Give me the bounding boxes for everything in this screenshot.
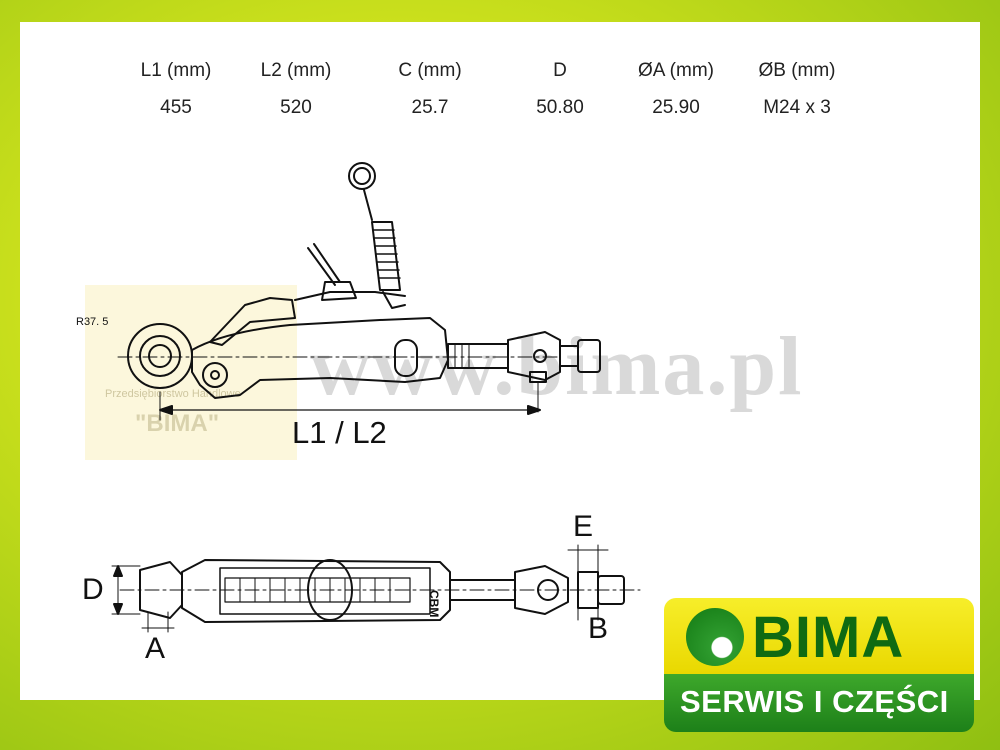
value-c: 25.7 — [411, 97, 449, 118]
value-l1: 455 — [160, 97, 192, 118]
slot — [394, 339, 418, 377]
watermark-name: "BIMA" — [135, 410, 220, 437]
ball-joint-outer — [127, 323, 193, 389]
spec-header-row: L1 (mm) L2 (mm) C (mm) D ØA (mm) ØB (mm) — [120, 52, 862, 90]
hook-body — [191, 317, 449, 399]
release-handle — [307, 243, 341, 286]
header-l1: L1 (mm) — [140, 60, 212, 81]
label-a: A — [145, 632, 166, 665]
clevis-end — [507, 331, 561, 381]
bima-logo: BIMA SERWIS I CZĘŚCI — [664, 598, 974, 732]
rod-marking: CBM — [427, 590, 441, 617]
threaded-rod — [447, 343, 509, 369]
pin-hole — [202, 362, 228, 388]
ball-joint-inner — [148, 344, 172, 368]
spec-table: L1 (mm) L2 (mm) C (mm) D ØA (mm) ØB (mm)… — [120, 52, 862, 126]
ball-joint-mid — [139, 335, 181, 377]
header-b: ØB (mm) — [758, 60, 836, 81]
label-b: B — [588, 612, 609, 645]
logo-bottom-band: SERWIS I CZĘŚCI — [664, 674, 974, 732]
radius-label: R37. 5 — [76, 316, 109, 328]
label-e: E — [573, 510, 594, 543]
spring — [371, 221, 401, 291]
header-d: D — [553, 60, 567, 81]
header-c: C (mm) — [398, 60, 462, 81]
lock-nut — [577, 339, 601, 373]
header-l2: L2 (mm) — [260, 60, 332, 81]
logo-top-band: BIMA — [664, 598, 974, 674]
watermark-site: www.bima.pl — [310, 320, 804, 413]
value-l2: 520 — [280, 97, 312, 118]
value-d: 50.80 — [536, 97, 584, 118]
latch-lever — [209, 297, 296, 346]
length-label: L1 / L2 — [292, 415, 387, 450]
header-a: ØA (mm) — [638, 60, 714, 81]
logo-brand: BIMA — [752, 605, 905, 670]
value-b: M24 x 3 — [763, 97, 831, 118]
spec-value-row: 455 520 25.7 50.80 25.90 M24 x 3 — [120, 90, 862, 126]
logo-ball-icon — [686, 608, 744, 666]
side-view — [117, 162, 601, 421]
value-a: 25.90 — [652, 97, 700, 118]
logo-tagline: SERWIS I CZĘŚCI — [680, 684, 949, 719]
adjust-rod — [559, 345, 579, 367]
top-view — [111, 544, 641, 633]
label-d: D — [82, 573, 104, 606]
release-ring-top — [307, 559, 353, 621]
watermark-box — [85, 285, 297, 460]
body-top — [181, 559, 451, 623]
eye-ring — [353, 167, 371, 185]
